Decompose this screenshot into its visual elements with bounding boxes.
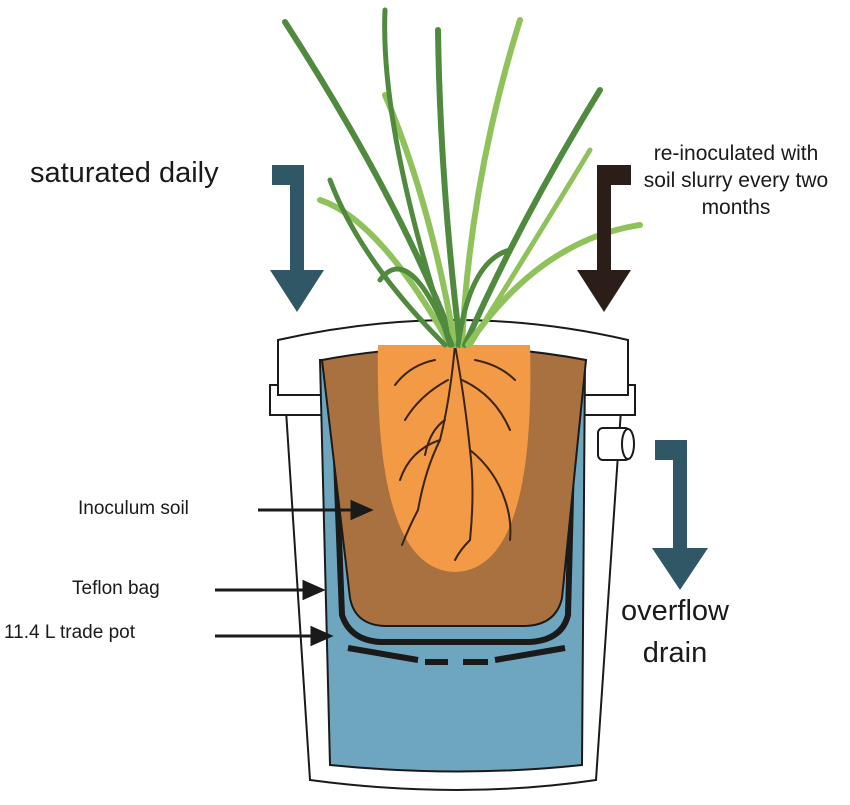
overflow-spout <box>597 427 635 461</box>
label-overflow-line2: drain <box>642 637 708 669</box>
pointer-arrows <box>215 499 374 647</box>
reinoculate-arrow <box>577 165 631 312</box>
label-reinoculated: re-inoculated with soil slurry every two… <box>643 142 829 219</box>
label-overflow-line1: overflow <box>621 595 729 627</box>
label-trade-pot: 11.4 L trade pot <box>4 622 135 643</box>
label-teflon-bag: Teflon bag <box>72 578 160 599</box>
overflow-arrow <box>652 440 708 590</box>
saturated-arrow <box>270 165 324 312</box>
grass-plant <box>282 7 643 348</box>
bag-bottom-slits <box>347 645 566 665</box>
teflon-bag <box>330 379 577 645</box>
label-saturated-daily: saturated daily <box>30 157 219 189</box>
label-inoculum-soil: Inoculum soil <box>78 498 189 519</box>
label-overflow-drain: overflow drain <box>620 590 730 674</box>
roots <box>394 344 516 561</box>
